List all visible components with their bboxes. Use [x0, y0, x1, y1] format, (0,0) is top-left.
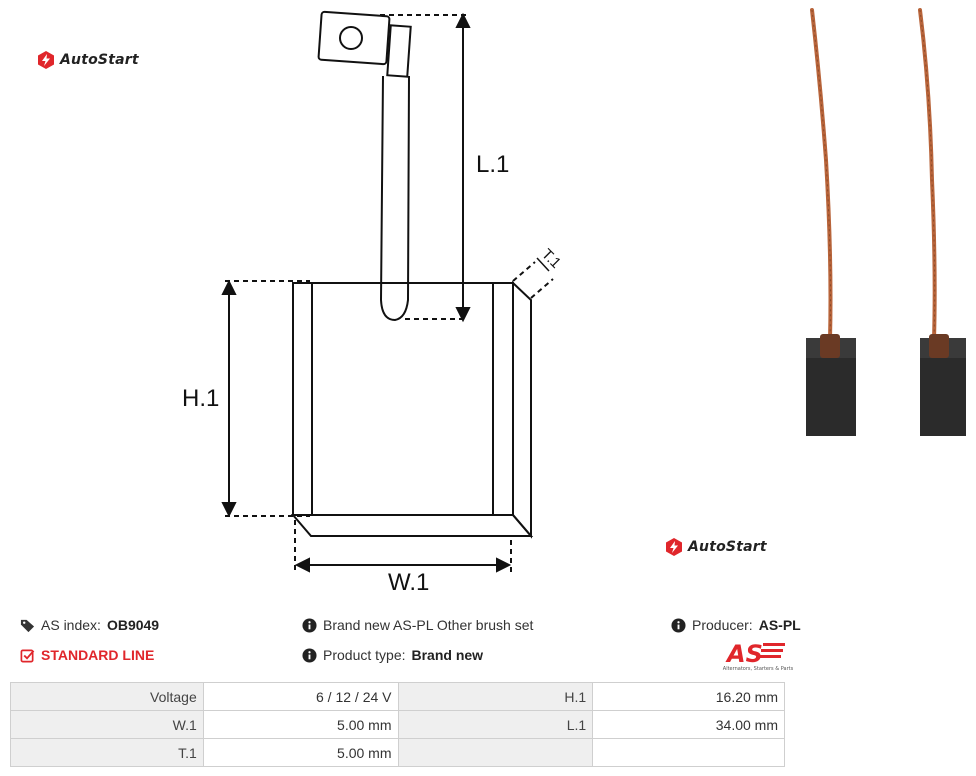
copper-lead-left: [810, 8, 833, 342]
table-row: T.1 5.00 mm: [10, 738, 785, 767]
autostart-logo-icon: [666, 538, 682, 556]
standard-line-label: STANDARD LINE: [41, 647, 155, 663]
autostart-logo-icon: [38, 51, 54, 69]
autostart-logo-text: AutoStart: [60, 52, 139, 68]
length-label: L.1: [476, 151, 509, 178]
product-description: Brand new AS-PL Other brush set: [302, 617, 533, 633]
producer-value: AS-PL: [758, 617, 801, 633]
height-label: H.1: [182, 385, 219, 412]
check-square-icon: [20, 649, 35, 662]
product-type-label: Product type:: [323, 647, 406, 663]
thickness-label: T.1: [538, 246, 564, 272]
spec-label: [397, 738, 594, 767]
spec-label: Voltage: [10, 682, 204, 711]
terminal-tab: [317, 10, 391, 66]
tag-icon: [20, 619, 35, 632]
lead-wire: [379, 75, 410, 322]
standard-line-badge: STANDARD LINE: [20, 647, 154, 663]
spec-label: T.1: [10, 738, 204, 767]
table-row: W.1 5.00 mm L.1 34.00 mm: [10, 710, 785, 739]
spec-value: 6 / 12 / 24 V: [202, 682, 399, 711]
spec-label: H.1: [397, 682, 594, 711]
info-circle-icon: [302, 647, 317, 663]
as-index: AS index: OB9049: [20, 617, 159, 633]
producer-label: Producer:: [692, 617, 753, 633]
spec-label: L.1: [397, 710, 594, 739]
spec-value: 34.00 mm: [592, 710, 785, 739]
autostart-logo: AutoStart: [36, 50, 139, 70]
brush-body: [292, 282, 514, 516]
spec-value: [592, 738, 785, 767]
product-type: Product type: Brand new: [302, 647, 483, 663]
spec-table: Voltage 6 / 12 / 24 V H.1 16.20 mm W.1 5…: [10, 682, 785, 767]
spec-label: W.1: [10, 710, 204, 739]
info-circle-icon: [671, 617, 686, 633]
table-row: Voltage 6 / 12 / 24 V H.1 16.20 mm: [10, 682, 785, 711]
as-pl-logo: AS Alternators, Starters & Parts: [723, 640, 794, 672]
autostart-logo-text: AutoStart: [688, 539, 767, 555]
copper-lead-right: [918, 8, 937, 342]
info-circle-icon: [302, 617, 317, 633]
as-index-value: OB9049: [106, 617, 160, 633]
producer: Producer: AS-PL: [671, 617, 801, 633]
as-pl-tagline: Alternators, Starters & Parts: [723, 666, 794, 672]
spec-value: 5.00 mm: [202, 710, 399, 739]
width-label: W.1: [388, 569, 429, 596]
description-text: Brand new AS-PL Other brush set: [323, 617, 534, 633]
autostart-logo-secondary: AutoStart: [664, 537, 767, 557]
terminal-hole: [339, 26, 363, 50]
spec-value: 16.20 mm: [592, 682, 785, 711]
spec-value: 5.00 mm: [202, 738, 399, 767]
as-index-label: AS index:: [41, 617, 101, 633]
as-pl-logo-text: AS: [725, 640, 763, 668]
product-photo: [806, 8, 966, 436]
brush-dimension-diagram: L.1 H.1 W.1 T.1: [182, 10, 564, 596]
product-type-value: Brand new: [411, 647, 484, 663]
